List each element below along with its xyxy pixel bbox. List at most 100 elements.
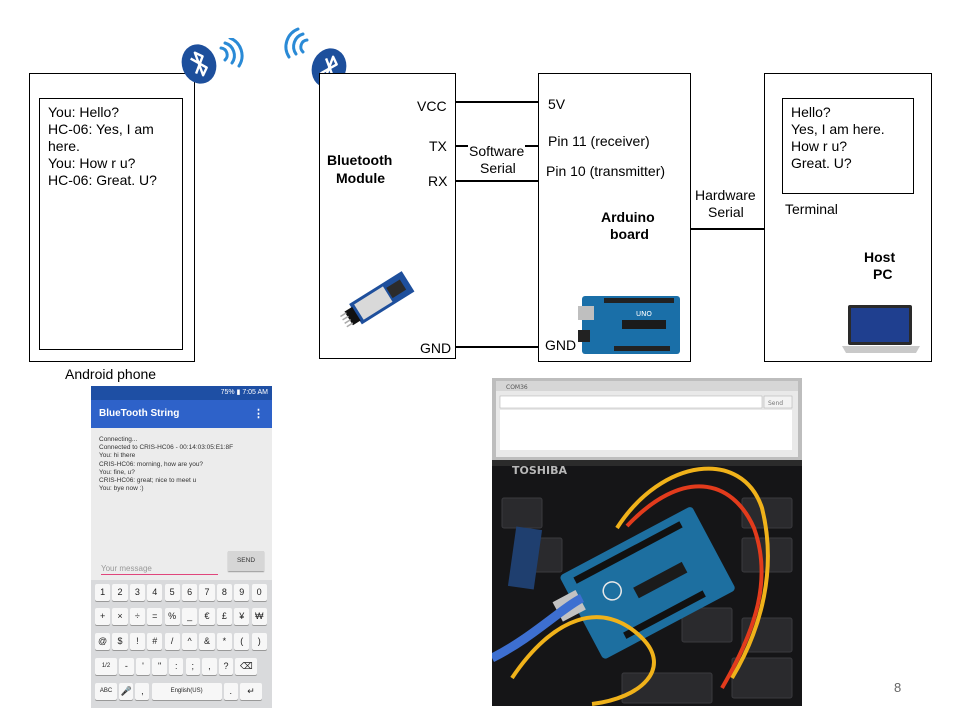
keyboard-key[interactable]: ⌫ <box>235 658 258 675</box>
keyboard-key[interactable]: 6 <box>182 584 198 601</box>
keyboard-key[interactable]: 7 <box>199 584 215 601</box>
keyboard-key[interactable]: # <box>147 633 163 650</box>
keyboard-key[interactable]: , <box>202 658 217 675</box>
chat-log-line: You: hi there <box>99 452 136 460</box>
host-pc-title-1: Host <box>864 249 896 265</box>
wire-rx-pin10 <box>456 180 538 182</box>
keyboard-key[interactable]: ! <box>129 633 145 650</box>
keyboard-key[interactable]: + <box>95 608 111 625</box>
hc06-module-image <box>340 271 415 328</box>
keyboard-key[interactable]: " <box>152 658 167 675</box>
chat-log-line: You: bye now :) <box>99 485 144 493</box>
terminal-line: Hello? <box>791 104 831 120</box>
app-bar: BlueTooth String ⋮ <box>91 400 272 428</box>
bt-module-title-1: Bluetooth <box>327 152 393 168</box>
arduino-pin-gnd: GND <box>545 337 577 353</box>
keyboard-key[interactable]: 3 <box>129 584 145 601</box>
phone-chat-line: HC-06: Great. U? <box>48 172 157 188</box>
chat-log-line: You: fine, u? <box>99 468 135 476</box>
keyboard-key[interactable]: = <box>147 608 163 625</box>
keyboard-key[interactable]: 0 <box>251 584 267 601</box>
keyboard-key[interactable]: _ <box>182 608 198 625</box>
keyboard-key[interactable]: ₩ <box>251 608 267 625</box>
keyboard-key[interactable]: × <box>112 608 128 625</box>
keyboard-key[interactable]: ( <box>234 633 250 650</box>
wire-gnd-gnd <box>456 346 538 348</box>
signal-waves-icon <box>284 27 309 59</box>
wire-hardware-serial <box>691 228 765 230</box>
phone-chat-line: HC-06: Yes, I am <box>48 121 154 137</box>
keyboard-key[interactable]: ) <box>251 633 267 650</box>
android-phone-caption: Android phone <box>65 366 157 382</box>
phone-screen <box>39 98 183 350</box>
keyboard-key[interactable]: ? <box>218 658 234 675</box>
keyboard-key[interactable]: 4 <box>147 584 163 601</box>
keyboard-key[interactable]: 1 <box>95 584 111 601</box>
keyboard-key[interactable]: 5 <box>164 584 180 601</box>
keyboard-key[interactable]: ÷ <box>129 608 145 625</box>
hardware-serial-label-2: Serial <box>708 204 744 220</box>
terminal-line: How r u? <box>791 138 848 154</box>
arduino-title-2: board <box>610 226 649 242</box>
chat-log-line: CRIS-HC06: great; nice to meet u <box>99 477 197 485</box>
phone-chat-line: You: How r u? <box>48 155 136 171</box>
svg-text:UNO: UNO <box>636 310 652 318</box>
keyboard-key[interactable]: : <box>169 658 184 675</box>
overflow-menu-icon[interactable]: ⋮ <box>253 408 264 420</box>
keyboard-key[interactable]: 2 <box>112 584 128 601</box>
chat-log-line: Connecting... <box>99 436 138 443</box>
bt-pin-gnd: GND <box>420 340 452 356</box>
bluetooth-icon <box>181 38 244 84</box>
keyboard-key[interactable]: . <box>223 683 238 700</box>
keyboard-key[interactable]: 🎤 <box>119 683 134 700</box>
keyboard-key[interactable]: ' <box>135 658 151 675</box>
chat-log-line: CRIS-HC06: morning, how are you? <box>99 460 204 468</box>
terminal-text: Hello? Yes, I am here. How r u? Great. U… <box>791 104 885 172</box>
phone-chat-line: here. <box>48 138 80 154</box>
terminal-line: Great. U? <box>791 155 852 171</box>
keyboard-key[interactable]: @ <box>95 633 111 650</box>
arduino-pin-5v: 5V <box>548 96 566 112</box>
chat-log-line: Connected to CRIS-HC06 - 00:14:03:05:E1:… <box>99 444 234 452</box>
terminal-window <box>782 98 914 194</box>
keyboard-key[interactable]: 9 <box>234 584 250 601</box>
keyboard-key[interactable]: 1/2 <box>95 658 117 675</box>
keyboard-key[interactable]: ; <box>185 658 200 675</box>
keyboard-key[interactable]: ABC <box>95 683 117 700</box>
keyboard-key[interactable]: English(US) <box>151 683 222 700</box>
terminal-line: Yes, I am here. <box>791 121 885 137</box>
laptop-icon <box>842 305 920 353</box>
keyboard-key[interactable]: £ <box>216 608 232 625</box>
keyboard-key[interactable]: & <box>199 633 215 650</box>
terminal-label: Terminal <box>785 201 838 217</box>
arduino-title-1: Arduino <box>601 209 655 225</box>
photo-window-tab: COM36 <box>506 384 528 391</box>
keyboard-key[interactable]: € <box>199 608 215 625</box>
hardware-serial-label-1: Hardware <box>695 187 756 203</box>
keyboard-key[interactable]: , <box>135 683 150 700</box>
photo-brand-text: TOSHIBA <box>512 464 567 477</box>
photo-send-label: Send <box>768 400 783 407</box>
phone-chat-line: You: Hello? <box>48 104 120 120</box>
message-input[interactable]: Your message <box>101 564 218 575</box>
wire-vcc-5v <box>456 101 538 103</box>
software-serial-label-1: Software <box>468 143 526 160</box>
keyboard-key[interactable]: ¥ <box>234 608 250 625</box>
keyboard-key[interactable]: ↵ <box>240 683 262 700</box>
keyboard-key[interactable]: * <box>216 633 232 650</box>
keyboard-key[interactable]: / <box>164 633 180 650</box>
keyboard-key[interactable]: $ <box>112 633 128 650</box>
bt-pin-tx: TX <box>429 138 447 154</box>
send-button[interactable]: SEND <box>228 551 264 571</box>
keyboard-key[interactable]: 8 <box>216 584 232 601</box>
app-title: BlueTooth String <box>99 408 180 419</box>
software-serial-label-2: Serial <box>479 160 517 177</box>
keyboard-key[interactable]: ^ <box>182 633 198 650</box>
keyboard-key[interactable]: - <box>119 658 134 675</box>
photo-illustration: COM36 Send TOSHIBA <box>492 378 802 706</box>
host-pc-title-2: PC <box>873 266 893 282</box>
signal-waves-icon <box>219 38 244 68</box>
arduino-pin-10: Pin 10 (transmitter) <box>546 163 666 179</box>
keyboard-key[interactable]: % <box>164 608 180 625</box>
arduino-pin-11: Pin 11 (receiver) <box>548 133 650 149</box>
